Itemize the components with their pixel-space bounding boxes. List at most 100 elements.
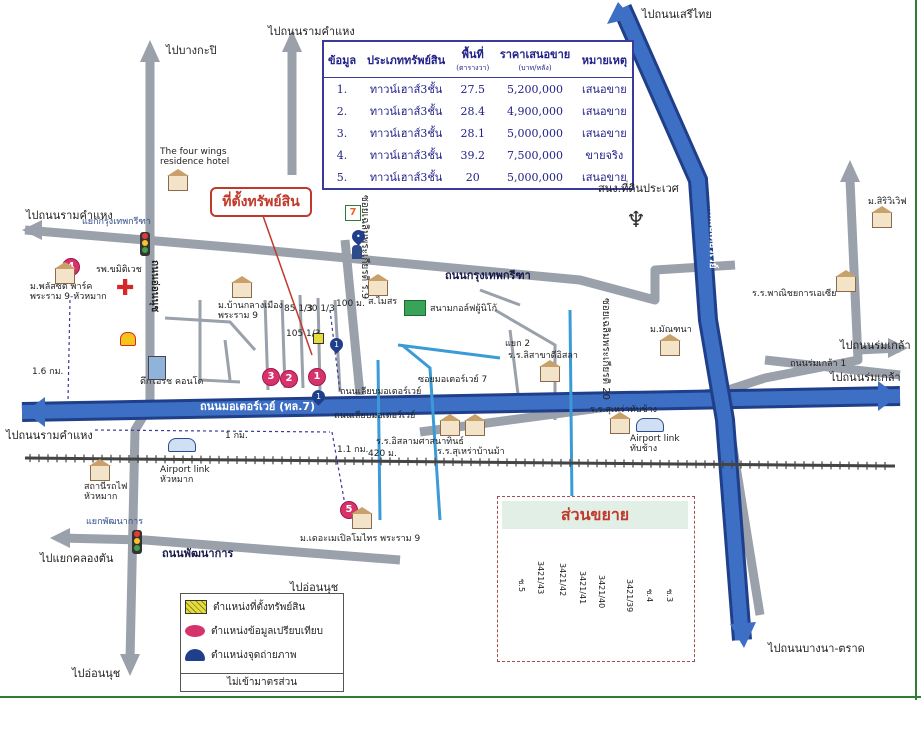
inset-plot-label: 3421/39	[625, 579, 634, 613]
label-soi-85: 85 1/3	[284, 304, 313, 314]
hospital-cross-icon: ✚	[116, 276, 135, 301]
label-road-romklao: ถนนร่มเกล้า 1	[790, 359, 847, 369]
label-road-motorway-2: ถนนเลียบมอเตอร์เวย์	[340, 387, 422, 397]
label-airport-tabchang: Airport link ทับช้าง	[630, 434, 680, 454]
label-motorway-v: ถนนมอเตอร์เวย์	[707, 200, 718, 269]
label-school-sanamsam: ร.ร.อิสลามศาสนาทินธ์	[376, 437, 464, 447]
table-cell: 3.	[336, 126, 348, 140]
airport-link-icon	[168, 438, 196, 452]
legend-photo-swatch	[185, 649, 205, 661]
traffic-light-icon	[132, 530, 142, 554]
road-bangkapi	[125, 60, 155, 661]
legend-row-comparable: ตำแหน่งข้อมูลเปรียบเทียบ	[185, 624, 323, 639]
label-soi-2: แยก 2	[505, 339, 531, 349]
legend-subject-swatch	[185, 600, 207, 614]
label-dist-1km: 1 กม.	[225, 431, 248, 441]
label-intersection-phatthanakan: แยกพัฒนาการ	[86, 517, 144, 527]
label-to-onnut-right: ไปอ่อนนุช	[290, 581, 339, 594]
label-soi-r9-20: ซอยเฉลิมพระเกียรติ 20	[600, 298, 611, 401]
col-header: ประเภททรัพย์สิน	[360, 41, 453, 78]
label-school-lamai: ร.ร.ลิสาขาดีอิสลา	[508, 351, 578, 361]
inset-plot-label: 3421/43	[536, 561, 545, 595]
village-icon	[871, 206, 893, 228]
table-cell: 4.	[336, 148, 348, 162]
col-header: ข้อมูล	[323, 41, 361, 78]
inset-detail-map: ส่วนขยาย 3421/43 3421/42 3421/41 3421/40…	[497, 496, 695, 662]
label-road-bangkapi-v: ถนนอ่อนนุช	[149, 260, 160, 313]
label-dist-100m: 100 ม.	[336, 299, 365, 309]
label-soi-30: 30 1/3	[306, 304, 335, 314]
condo-icon	[148, 356, 166, 380]
airport-link-icon	[636, 418, 664, 432]
inset-lane-label: ซ.3	[665, 589, 674, 603]
label-land-office: สนง.ที่ดินประเวศ	[598, 182, 679, 195]
label-village-dacasa: ม.เดอะเมเปิลโมไทร พระราม 9	[300, 534, 421, 544]
label-village-manjana: ม.มัณฑนา	[650, 325, 692, 335]
inset-plot-label: 3421/41	[578, 571, 587, 605]
canal-2	[401, 343, 442, 521]
label-to-serithai: ไปถนนเสรีไทย	[642, 8, 712, 21]
subject-plot-icon	[313, 333, 324, 344]
label-hotel: The four wings residence hotel	[160, 147, 230, 167]
golf-icon	[404, 300, 426, 316]
inset-lane-label: ซ.4	[645, 589, 654, 603]
inset-lane-label: ซ.5	[517, 579, 526, 593]
inset-plot-label: 3421/40	[597, 575, 606, 609]
label-to-ramkhamhaeng-top: ไปถนนรามคำแหง	[268, 25, 355, 38]
shell-station-icon	[120, 332, 136, 346]
road-local-1	[340, 239, 365, 396]
table-cell: 5,000,000	[507, 170, 564, 184]
label-airport-huamak: Airport link หัวหมาก	[160, 465, 210, 485]
canal-4	[568, 309, 574, 506]
school-icon	[539, 360, 561, 382]
legend-scale-note: ไม่เข้ามาตรส่วน	[181, 673, 343, 691]
label-golf: สนามกอล์ฟผู้นิโก้	[430, 304, 498, 314]
table-cell: ทาวน์เฮาส์3ชั้น	[369, 83, 443, 96]
table-cell: ทาวน์เฮาส์3ชั้น	[369, 149, 443, 162]
inset-plot-label: 3421/42	[558, 563, 567, 597]
label-intersection-krungthep: แยกกรุงเทพกรีฑา	[82, 217, 151, 227]
label-condo: ตึกไอริช คอนโด	[140, 377, 204, 387]
village-icon	[54, 262, 76, 284]
village-icon	[659, 334, 681, 356]
label-to-romklao: ไปถนนร่มเกล้า	[830, 371, 901, 384]
label-village-banklangmuang: ม.บ้านกลางเมือง พระราม 9	[218, 301, 283, 321]
label-soi-motorway-7: ซอยมอเตอร์เวย์ 7	[418, 375, 488, 385]
col-header: หมายเหตุ	[576, 41, 633, 78]
table-cell: เสนอขาย	[581, 83, 627, 96]
table-cell: 5,000,000	[507, 126, 564, 140]
seven-eleven-icon: 7	[345, 205, 361, 221]
table-cell: เสนอขาย	[581, 127, 627, 140]
inset-title: ส่วนขยาย	[502, 501, 688, 529]
legend-row-subject: ตำแหน่งที่ตั้งทรัพย์สิน	[185, 600, 305, 615]
road-romklao-1	[764, 355, 901, 380]
label-to-khlongtan: ไปแยกคลองตัน	[40, 552, 114, 565]
school-icon	[835, 270, 857, 292]
label-station-huamak: สถานีรถไฟ หัวหมาก	[84, 482, 128, 502]
label-village-siriwat: ม.สิริวิเวิฟ	[868, 197, 907, 207]
label-road-phatthanakan: ถนนพัฒนาการ	[162, 547, 234, 560]
table-cell: 28.4	[460, 104, 485, 118]
label-to-ramkhamhaeng-bottom: ไปถนนรามคำแหง	[6, 429, 93, 442]
comparable-marker-2: 2	[280, 370, 298, 388]
label-road-krungthep: ถนนกรุงเทพกรีฑา	[445, 269, 531, 282]
traffic-light-icon	[140, 232, 150, 256]
table-cell: ขายจริง	[585, 149, 624, 162]
hotel-icon	[167, 169, 189, 191]
label-to-ramkhamhaeng-left: ไปถนนรามคำแหง	[26, 209, 113, 222]
label-to-bangkapi: ไปบางกะปิ	[166, 44, 217, 57]
table-cell: 5,200,000	[507, 82, 564, 96]
table-row: 4. ทาวน์เฮาส์3ชั้น 39.2 7,500,000 ขายจริง	[323, 144, 633, 166]
table-cell: เสนอขาย	[581, 171, 627, 184]
table-cell: 39.2	[460, 148, 485, 162]
table-cell: เสนอขาย	[581, 105, 627, 118]
label-dist-420m: 420 ม.	[368, 449, 397, 459]
label-to-onnut-bottom: ไปอ่อนนุช	[72, 667, 121, 680]
label-soi-105: 105 1/3	[286, 329, 321, 339]
village-icon	[351, 507, 373, 529]
price-table: ข้อมูล ประเภททรัพย์สิน พื้นที่(ตารางวา) …	[322, 40, 634, 190]
table-cell: 7,500,000	[507, 148, 564, 162]
comparable-marker-1: 1	[308, 368, 326, 386]
